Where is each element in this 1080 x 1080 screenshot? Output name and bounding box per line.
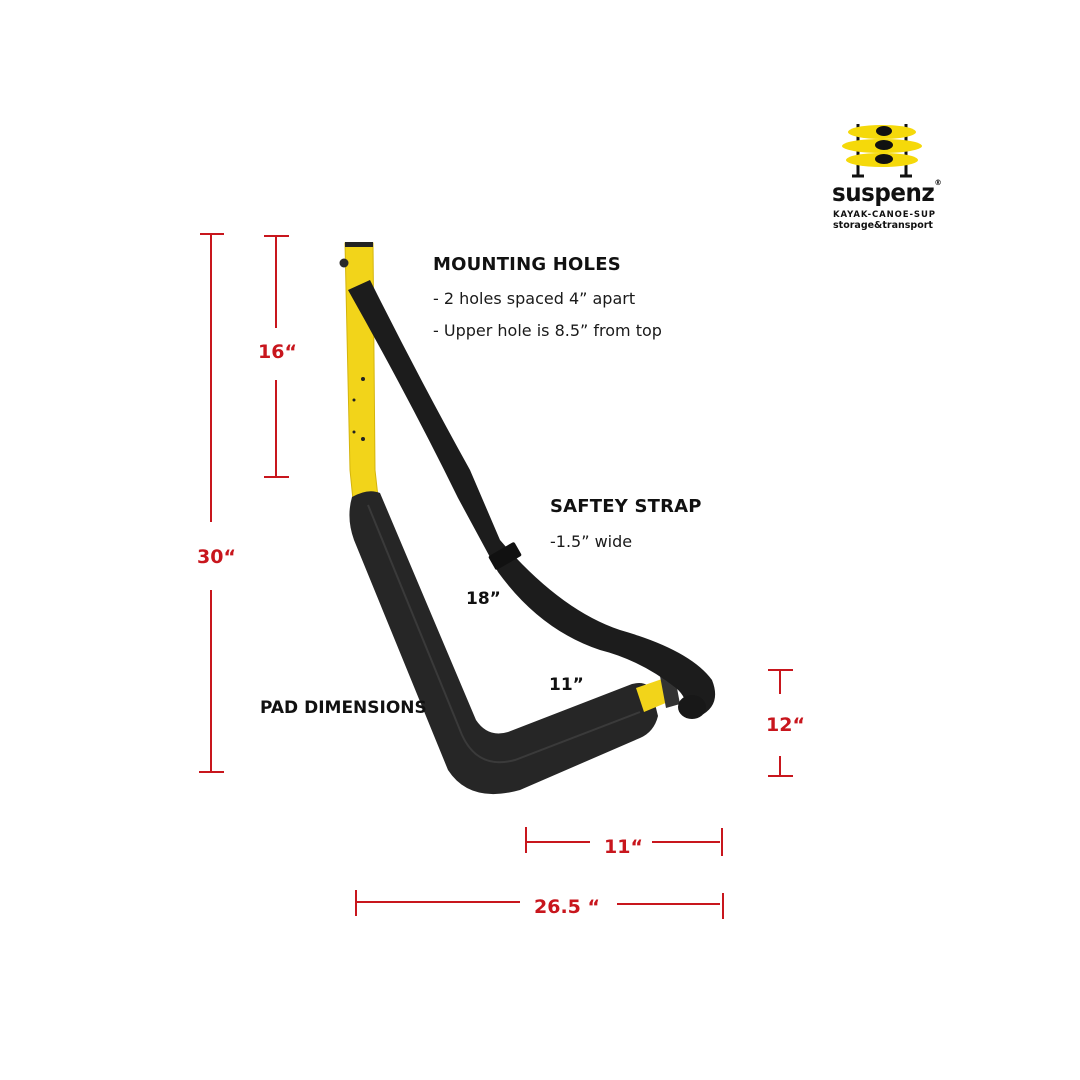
dim-arm-height-label: 12“: [766, 714, 805, 736]
dim-arm-depth: [525, 827, 723, 856]
brand-name: suspenz: [832, 178, 935, 207]
dimension-lines: [199, 233, 793, 919]
pad-dimensions-heading: PAD DIMENSIONS: [260, 698, 427, 718]
strap-buckle: [488, 542, 522, 570]
safety-strap-note: -1.5” wide: [550, 532, 633, 551]
dim-upright-height-label: 16“: [258, 341, 297, 363]
safety-strap: [348, 280, 716, 719]
dim-total-depth-label: 26.5 “: [534, 896, 600, 918]
rack-pad: [349, 491, 658, 795]
brand-tagline-2: storage&transport: [833, 220, 933, 231]
safety-strap-heading: SAFTEY STRAP: [550, 496, 702, 517]
dim-arm-height: [768, 669, 793, 777]
dim-total-height-label: 30“: [197, 546, 236, 568]
logo-graphic: [842, 124, 922, 178]
mounting-hole: [361, 377, 365, 381]
dim-total-depth: [355, 890, 724, 919]
mounting-holes-note-2: - Upper hole is 8.5” from top: [433, 321, 662, 340]
mounting-hole: [361, 437, 365, 441]
rack-upright: [339, 242, 379, 501]
mounting-holes-heading: MOUNTING HOLES: [433, 254, 621, 275]
dim-upright-height: [264, 235, 289, 478]
mounting-holes-note-1: - 2 holes spaced 4” apart: [433, 289, 636, 308]
pad-long-side-label: 18”: [466, 589, 501, 609]
brand-tagline-1: KAYAK-CANOE-SUP: [833, 210, 936, 220]
dim-arm-depth-label: 11“: [604, 836, 643, 858]
brand-logo: suspenz®: [832, 178, 942, 207]
pad-short-side-label: 11”: [549, 675, 584, 695]
dim-total-height: [199, 233, 224, 773]
registered-mark: ®: [934, 178, 942, 187]
